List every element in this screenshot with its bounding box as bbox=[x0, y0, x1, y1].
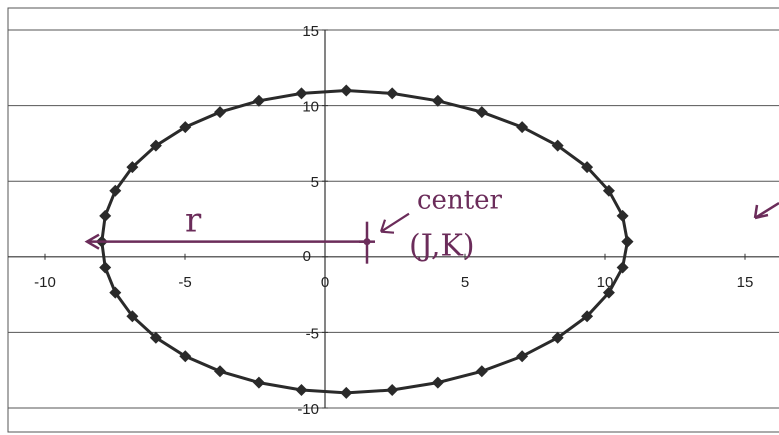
data-point bbox=[516, 121, 529, 134]
data-point bbox=[602, 286, 615, 299]
data-point bbox=[109, 286, 122, 299]
data-point bbox=[551, 139, 564, 152]
y-tick-label: -5 bbox=[306, 325, 319, 342]
y-tick-label: 5 bbox=[311, 174, 319, 191]
data-markers bbox=[95, 84, 634, 399]
center-label: center bbox=[417, 186, 503, 216]
data-point bbox=[431, 94, 444, 107]
x-tick-label: 10 bbox=[597, 274, 614, 291]
data-point bbox=[581, 161, 594, 174]
data-point bbox=[149, 139, 162, 152]
data-point bbox=[126, 161, 139, 174]
data-point bbox=[214, 106, 226, 119]
data-point bbox=[99, 261, 112, 274]
data-point bbox=[99, 209, 112, 222]
y-tick-label: 10 bbox=[302, 99, 319, 116]
data-point bbox=[214, 365, 226, 378]
y-tick-label: -10 bbox=[297, 401, 319, 418]
data-point bbox=[126, 310, 139, 323]
center-dot bbox=[363, 238, 371, 246]
x-tick-label: -5 bbox=[178, 274, 191, 291]
data-point bbox=[252, 94, 265, 107]
data-point bbox=[386, 87, 399, 100]
data-point bbox=[109, 184, 122, 197]
plot-area-border bbox=[7, 7, 779, 433]
data-point bbox=[475, 106, 488, 119]
data-point bbox=[551, 331, 564, 344]
x-tick-label: 15 bbox=[737, 274, 754, 291]
handwritten-annotations: r center (J,K) bbox=[84, 186, 779, 264]
radius-arrowhead bbox=[84, 233, 100, 250]
data-point bbox=[179, 350, 192, 363]
data-point bbox=[431, 376, 444, 389]
data-point bbox=[621, 235, 634, 248]
data-point bbox=[252, 376, 265, 389]
y-tick-label: 0 bbox=[303, 248, 311, 265]
center-coords-label: (J,K) bbox=[409, 229, 475, 264]
data-point bbox=[295, 384, 308, 397]
center-pointer-arrow bbox=[379, 212, 410, 234]
x-tick-label: 5 bbox=[461, 274, 469, 291]
data-point bbox=[616, 261, 629, 274]
data-point bbox=[179, 121, 192, 134]
data-point bbox=[340, 386, 353, 399]
data-point bbox=[386, 384, 399, 397]
data-point bbox=[516, 350, 529, 363]
data-point bbox=[581, 310, 594, 323]
y-tick-label: 15 bbox=[302, 23, 319, 40]
data-point bbox=[149, 331, 162, 344]
tick-labels: -10 -5 0 5 10 15 -10 -5 5 10 15 0 bbox=[34, 23, 753, 418]
x-tick-label: 0 bbox=[321, 274, 329, 291]
data-point bbox=[295, 87, 308, 100]
edge-arrow-mark bbox=[753, 201, 779, 220]
data-point bbox=[616, 209, 629, 222]
center-cross-mark bbox=[359, 221, 375, 264]
data-point bbox=[475, 365, 488, 378]
radius-label: r bbox=[185, 201, 202, 241]
x-tick-label: -10 bbox=[34, 274, 56, 291]
data-point bbox=[602, 184, 615, 197]
gridlines bbox=[8, 29, 779, 409]
data-point bbox=[340, 84, 353, 97]
